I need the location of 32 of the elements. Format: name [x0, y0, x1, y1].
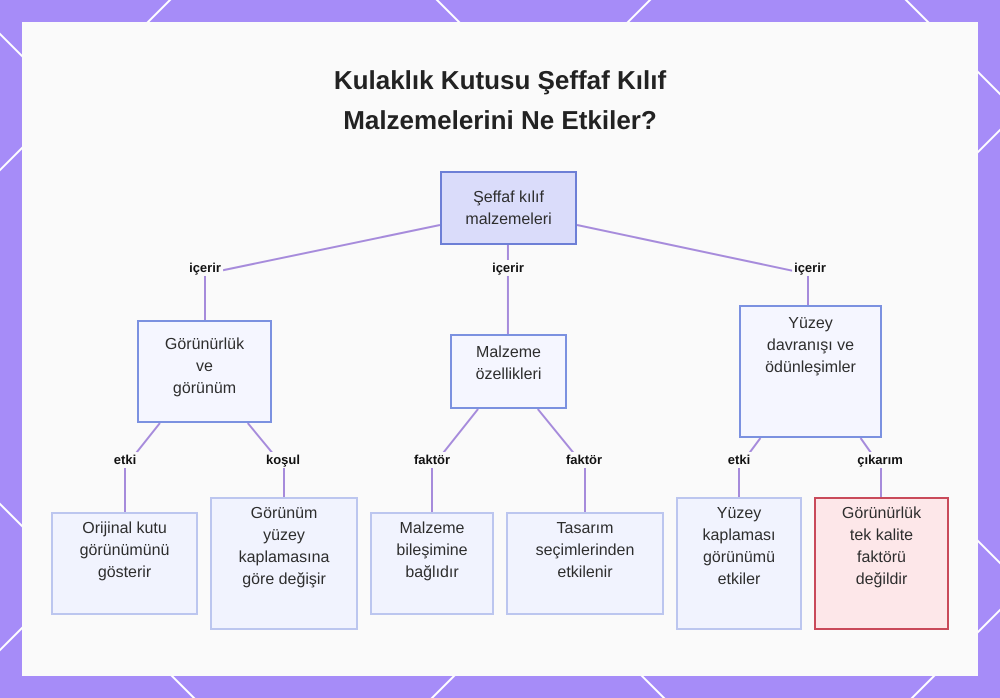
edge-label: çıkarım: [855, 452, 905, 468]
node-text: Yüzey davranışı ve ödünleşimler: [764, 314, 857, 378]
category-box: [137, 320, 272, 423]
detail-box: [51, 512, 198, 615]
warning-box: [814, 497, 949, 630]
node-text: Şeffaf kılıf malzemeleri: [464, 188, 553, 230]
node-text: Yüzey kaplaması görünümü etkiler: [702, 504, 776, 590]
detail-box: [676, 497, 802, 630]
connector-line: [204, 224, 440, 320]
node-text: Tasarım seçimlerinden etkilenir: [534, 519, 636, 583]
node-text: Görünürlük ve görünüm: [164, 335, 246, 399]
detail-box: [370, 512, 494, 615]
connector-line: [576, 224, 809, 305]
detail-box: [506, 512, 664, 615]
node-text: Malzeme özellikleri: [474, 343, 542, 385]
diagram-title: Kulaklık Kutusu Şeffaf Kılıf Malzemelerini Ne Etkiler?: [332, 64, 668, 137]
edge-label: içerir: [792, 260, 828, 276]
root-concept-box: [440, 171, 577, 245]
edge-label: faktör: [412, 452, 452, 468]
node-text: Malzeme bileşimine bağlıdır: [395, 519, 469, 583]
node-text: Görünüm yüzey kaplamasına göre değişir: [238, 504, 330, 590]
edge-label: koşul: [264, 452, 302, 468]
category-box: [739, 305, 882, 438]
edge-label: içerir: [490, 260, 526, 276]
edge-label: etki: [726, 452, 752, 468]
node-text: Orijinal kutu görünümünü gösterir: [78, 519, 170, 583]
category-box: [450, 334, 567, 409]
edge-label: içerir: [187, 260, 223, 276]
edge-label: faktör: [564, 452, 604, 468]
node-text: Görünürlük tek kalite faktörü değildir: [840, 504, 922, 590]
edge-label: etki: [112, 452, 138, 468]
detail-box: [210, 497, 358, 630]
